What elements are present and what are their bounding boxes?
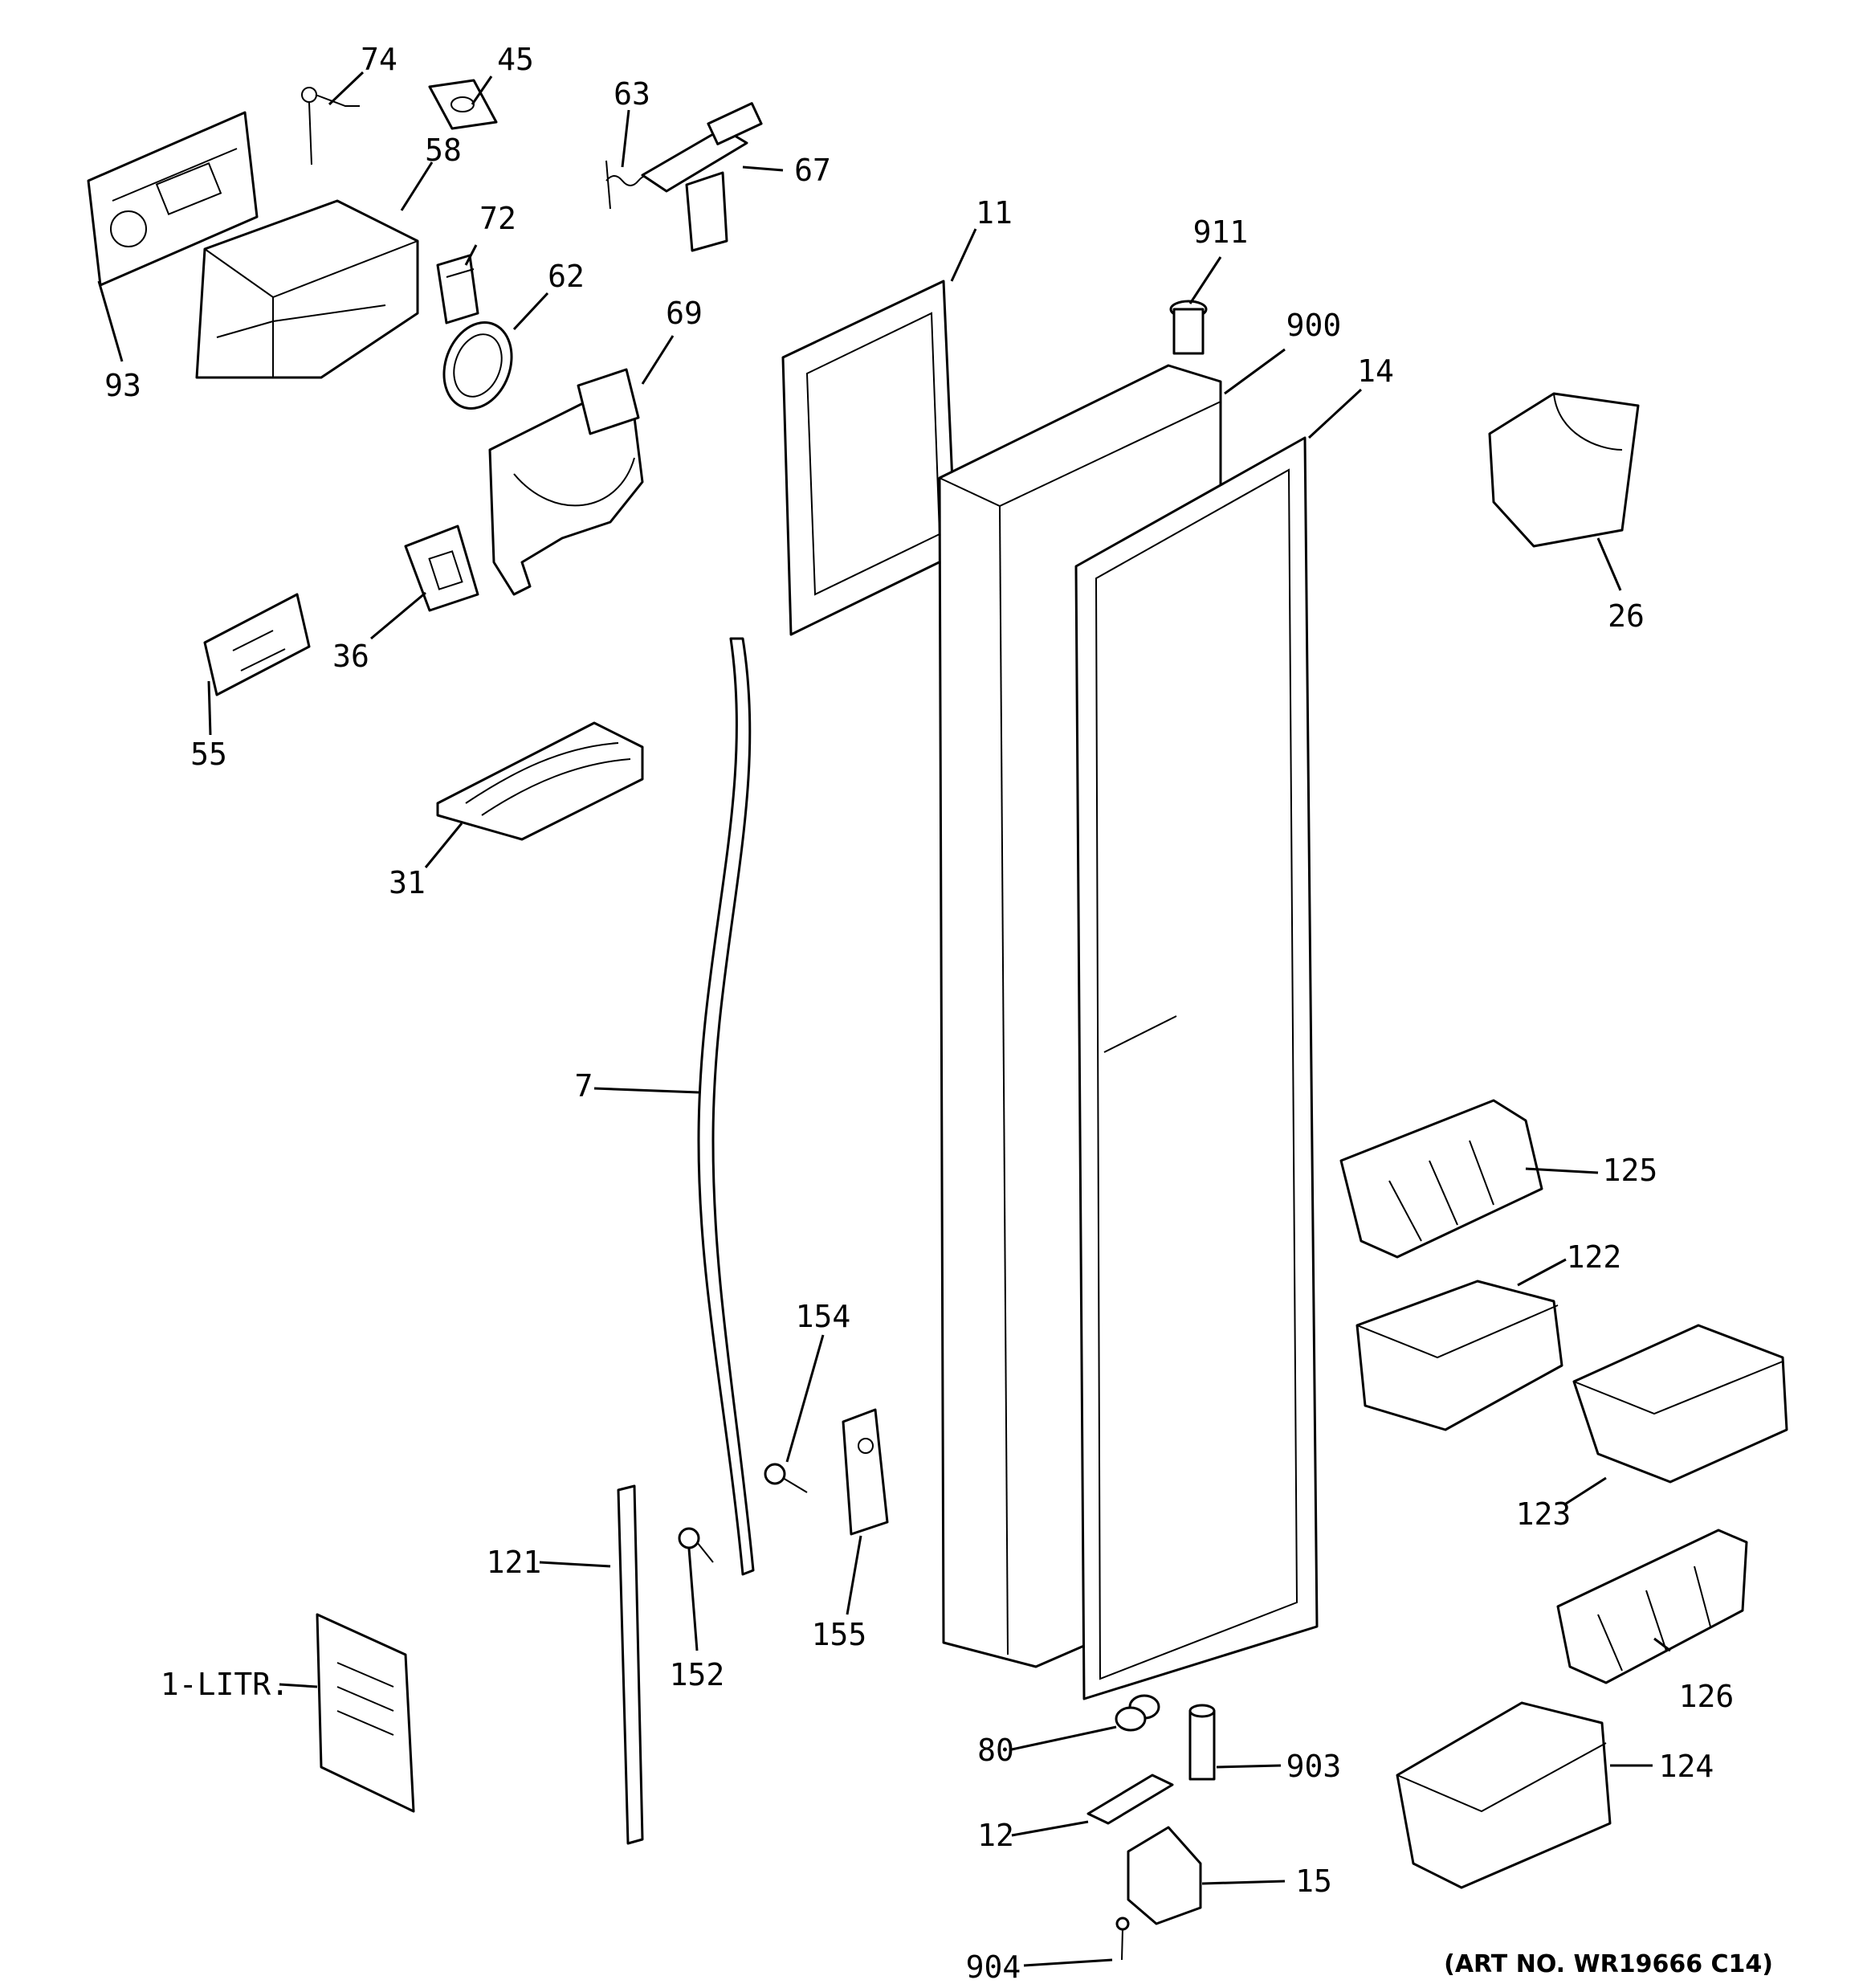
callout-124: 124 <box>1659 1749 1714 1784</box>
callout-154: 154 <box>796 1299 851 1334</box>
callout-126: 126 <box>1679 1679 1735 1714</box>
part-154-screw <box>764 1463 808 1493</box>
callout-63: 63 <box>614 76 650 112</box>
part-155-hinge <box>842 1408 889 1536</box>
part-1-litr-literature <box>316 1613 415 1813</box>
callout-903: 903 <box>1286 1749 1342 1784</box>
part-11-dispenser-frame <box>781 280 957 636</box>
callout-74: 74 <box>361 42 397 77</box>
callout-93: 93 <box>104 368 141 403</box>
part-152-screw <box>678 1527 714 1563</box>
leader-lines <box>97 71 1671 1967</box>
part-12-hinge-plate <box>1086 1774 1174 1825</box>
part-911-bushing <box>1169 300 1208 355</box>
callout-36: 36 <box>332 639 369 674</box>
part-67-solenoid <box>641 102 763 252</box>
part-36-bracket <box>404 525 479 612</box>
callout-58: 58 <box>425 133 462 168</box>
callout-900: 900 <box>1286 308 1342 343</box>
callout-67: 67 <box>794 153 831 188</box>
callout-69: 69 <box>666 296 703 331</box>
part-123-bin <box>1572 1324 1788 1484</box>
callout-12: 12 <box>977 1818 1014 1853</box>
callout-122: 122 <box>1567 1239 1622 1275</box>
callout-911: 911 <box>1193 214 1249 250</box>
callout-62: 62 <box>548 259 585 294</box>
part-72-switch <box>436 254 479 325</box>
part-74-spring <box>301 87 360 165</box>
part-55-board <box>203 593 311 696</box>
part-125-basket <box>1339 1099 1543 1259</box>
callout-121: 121 <box>487 1545 542 1580</box>
callout-80: 80 <box>977 1733 1014 1768</box>
callout-31: 31 <box>389 865 426 900</box>
callout-123: 123 <box>1516 1496 1572 1532</box>
part-93-control-board <box>87 111 259 287</box>
part-45-bracket <box>428 79 498 130</box>
part-903-bushing <box>1188 1704 1216 1781</box>
part-126-basket <box>1556 1529 1748 1684</box>
callout-152: 152 <box>670 1657 725 1692</box>
part-124-bin <box>1396 1701 1612 1889</box>
part-69-ice-chute <box>488 368 644 596</box>
part-58-dispenser-housing <box>195 199 419 379</box>
callout-72: 72 <box>479 201 516 236</box>
callout-125: 125 <box>1603 1153 1658 1188</box>
callout-45: 45 <box>497 42 534 77</box>
part-80-plug <box>1115 1694 1160 1732</box>
part-7-handle <box>697 637 755 1576</box>
callout-7: 7 <box>575 1068 593 1104</box>
part-62-ring <box>442 321 513 410</box>
callout-26: 26 <box>1608 598 1645 634</box>
part-904-screw <box>1115 1917 1130 1961</box>
callout-155: 155 <box>812 1617 867 1652</box>
part-15-bracket <box>1127 1826 1202 1925</box>
part-122-bin <box>1355 1280 1563 1431</box>
callout-904: 904 <box>966 1949 1021 1985</box>
part-121-trim <box>617 1484 644 1845</box>
part-31-drip-tray <box>436 721 644 841</box>
part-14-door-gasket <box>1074 436 1319 1700</box>
callout-11: 11 <box>976 195 1013 231</box>
callout-14: 14 <box>1357 353 1394 389</box>
part-26-cover <box>1488 392 1640 548</box>
callout-15: 15 <box>1295 1863 1332 1899</box>
callout-55: 55 <box>190 737 227 772</box>
callout-labels: 74 45 63 67 58 72 62 69 93 11 911 900 14… <box>104 42 1773 1985</box>
art-number: (ART NO. WR19666 C14) <box>1444 1950 1773 1978</box>
callout-1-litr: 1-LITR. <box>161 1667 289 1702</box>
